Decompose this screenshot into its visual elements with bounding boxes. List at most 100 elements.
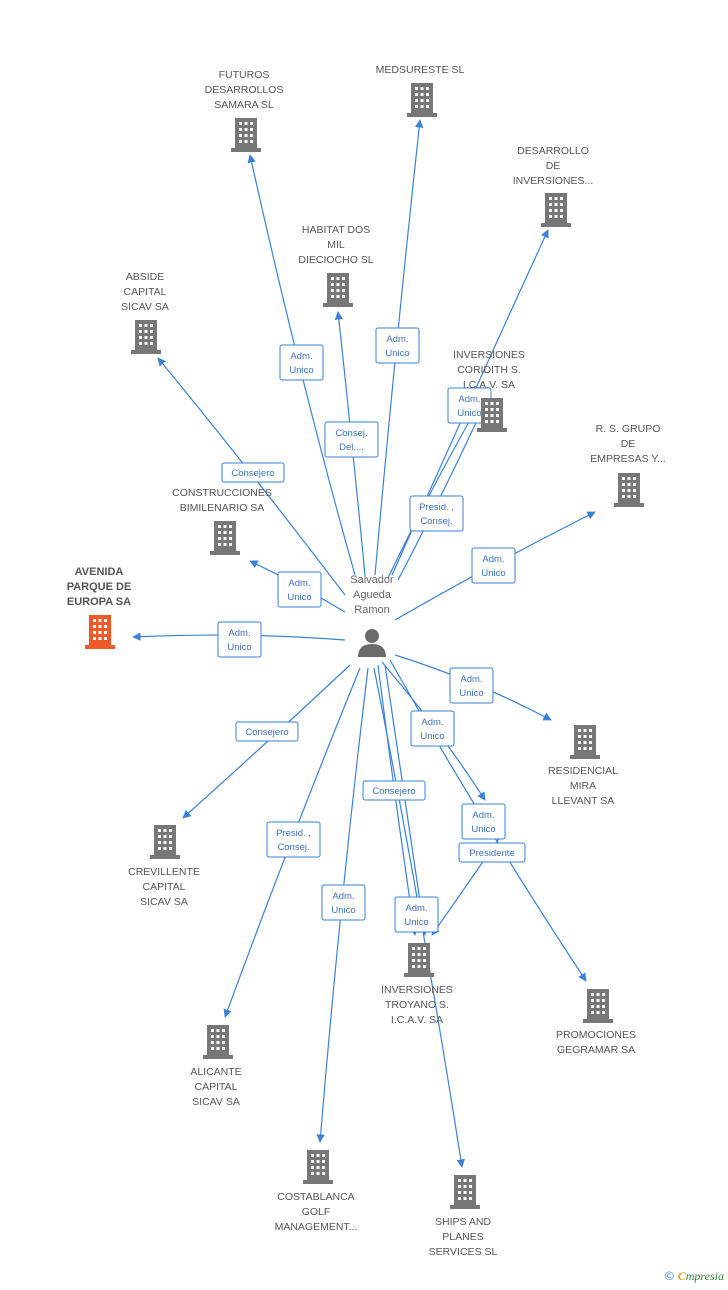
role-text: Adm. (472, 810, 494, 821)
role-text: Consej. (335, 428, 367, 439)
company-label: SHIPS AND (435, 1216, 491, 1228)
company-label: HABITAT DOS (302, 224, 370, 236)
company-label: CREVILLENTE (128, 866, 200, 878)
building-icon (570, 725, 600, 759)
person-icon (358, 629, 386, 657)
role-text: Adm. (290, 351, 312, 362)
role-text: Consej. (420, 516, 452, 527)
building-icon (203, 1025, 233, 1059)
company-label: R. S. GRUPO (596, 423, 661, 435)
company-gegramar[interactable]: PROMOCIONES GEGRAMAR SA (556, 989, 636, 1056)
company-label: AVENIDA (75, 566, 124, 578)
role-troyano-adm[interactable]: Adm. Unico (410, 710, 455, 747)
role-text: Adm. (405, 903, 427, 914)
role-text: Presidente (469, 848, 514, 859)
role-construcciones[interactable]: Adm. Unico (277, 571, 322, 608)
company-label: FUTUROS (219, 69, 270, 81)
company-costablanca[interactable]: COSTABLANCA GOLF MANAGEMENT... (275, 1150, 358, 1233)
role-text: Unico (459, 688, 483, 699)
building-icon (303, 1150, 333, 1184)
role-consejero-troyano[interactable]: Consejero (362, 780, 426, 801)
role-text: Unico (331, 905, 355, 916)
role-text: Adm. (460, 674, 482, 685)
company-label: INVERSIONES (453, 349, 525, 361)
person-name-line: Salvador (350, 574, 394, 586)
company-crevillente[interactable]: CREVILLENTE CAPITAL SICAV SA (128, 825, 200, 908)
role-crevillente[interactable]: Consejero (235, 721, 299, 742)
role-medsureste[interactable]: Adm. Unico (375, 327, 420, 364)
building-icon (583, 989, 613, 1023)
role-alicante[interactable]: Presid. , Consej. (266, 821, 321, 858)
role-text: Unico (404, 917, 428, 928)
company-label: LLEVANT SA (552, 795, 615, 807)
role-habitat[interactable]: Consej. Del.... (324, 421, 379, 458)
role-rsgrupo[interactable]: Adm. Unico (471, 547, 516, 584)
company-rsgrupo[interactable]: R. S. GRUPO DE EMPRESAS Y... (590, 423, 666, 507)
company-label: DESARROLLOS (205, 84, 284, 96)
role-text: Consej. (277, 842, 309, 853)
role-text: Unico (471, 824, 495, 835)
company-label: EMPRESAS Y... (590, 453, 665, 465)
company-medsureste[interactable]: MEDSURESTE SL (376, 64, 465, 117)
person-name-line: Agueda (353, 589, 392, 601)
building-icon (150, 825, 180, 859)
role-labels: Adm. Unico Adm. Unico Consej. Del.... Co… (217, 327, 526, 933)
role-residencial[interactable]: Adm. Unico (449, 667, 494, 704)
edge-coridith (387, 405, 479, 579)
person-node[interactable]: Salvador Agueda Ramon (350, 574, 394, 657)
company-futuros[interactable]: FUTUROS DESARROLLOS SAMARA SL (205, 69, 284, 152)
company-label: PROMOCIONES (556, 1029, 636, 1041)
company-label: GOLF (302, 1206, 331, 1218)
company-label: DE (621, 438, 636, 450)
company-label: CAPITAL (195, 1081, 238, 1093)
company-desarrollo[interactable]: DESARROLLO DE INVERSIONES... (513, 145, 594, 227)
role-futuros[interactable]: Adm. Unico (279, 344, 324, 381)
company-label: SAMARA SL (214, 99, 274, 111)
company-abside[interactable]: ABSIDE CAPITAL SICAV SA (121, 271, 169, 354)
role-text: Adm. (482, 554, 504, 565)
role-text: Presid. , (419, 502, 454, 513)
role-costablanca[interactable]: Adm. Unico (321, 884, 366, 921)
company-label: ABSIDE (126, 271, 165, 283)
company-label: MIL (327, 239, 345, 251)
company-construcciones[interactable]: CONSTRUCCIONES BIMILENARIO SA (172, 487, 272, 555)
role-presid-coridith[interactable]: Presid. , Consej. (409, 495, 464, 532)
company-label: BIMILENARIO SA (180, 502, 265, 514)
footer-brand: ©Cmpresia (665, 1269, 724, 1284)
role-avenida[interactable]: Adm. Unico (217, 621, 262, 658)
company-label: DIECIOCHO SL (298, 254, 373, 266)
company-label: CONSTRUCCIONES (172, 487, 272, 499)
role-text: Adm. (228, 628, 250, 639)
company-alicante[interactable]: ALICANTE CAPITAL SICAV SA (190, 1025, 242, 1108)
role-text: Adm. (458, 394, 480, 405)
building-icon (541, 193, 571, 227)
company-coridith[interactable]: INVERSIONES CORIDITH S. I.C.A.V. SA (453, 349, 525, 432)
company-label: SICAV SA (121, 301, 169, 313)
role-text: Unico (227, 642, 251, 653)
role-text: Unico (457, 408, 481, 419)
company-ships[interactable]: SHIPS AND PLANES SERVICES SL (429, 1175, 498, 1258)
company-label: PARQUE DE (67, 581, 132, 593)
role-text: Unico (385, 348, 409, 359)
company-habitat[interactable]: HABITAT DOS MIL DIECIOCHO SL (298, 224, 374, 307)
building-icon (407, 83, 437, 117)
company-label: I.C.A.V. SA (391, 1014, 443, 1026)
company-avenida[interactable]: AVENIDA PARQUE DE EUROPA SA (67, 566, 132, 649)
role-text: Del.... (339, 442, 364, 453)
role-gegramar[interactable]: Adm. Unico (461, 803, 506, 840)
company-troyano[interactable]: INVERSIONES TROYANO S. I.C.A.V. SA (381, 943, 453, 1026)
role-abside[interactable]: Consejero (221, 462, 285, 483)
company-label: ALICANTE (190, 1066, 241, 1078)
role-text: Adm. (386, 334, 408, 345)
role-presidente-troyano[interactable]: Presidente (458, 842, 526, 863)
company-label: DE (546, 160, 561, 172)
role-text: Unico (481, 568, 505, 579)
company-nodes: FUTUROS DESARROLLOS SAMARA SL MEDSURESTE… (67, 64, 666, 1258)
role-text: Consejero (372, 786, 415, 797)
company-residencial[interactable]: RESIDENCIAL MIRA LLEVANT SA (548, 725, 618, 807)
role-troyano-adm-2[interactable]: Adm. Unico (394, 896, 439, 933)
role-text: Adm. (421, 717, 443, 728)
company-label: I.C.A.V. SA (463, 379, 515, 391)
company-label: MANAGEMENT... (275, 1221, 358, 1233)
